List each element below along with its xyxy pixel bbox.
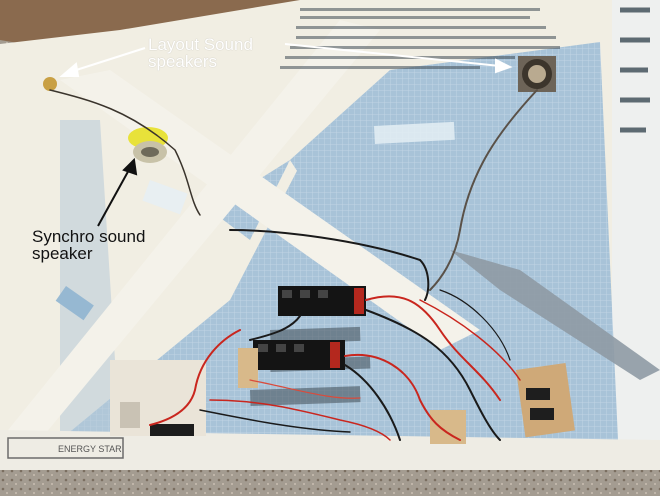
synchro-label-line2: speaker: [32, 244, 93, 263]
layout-speaker-right: [518, 56, 556, 92]
diagonal-beam-1: [0, 20, 380, 440]
printed-foam-edge: [612, 0, 660, 470]
synchro-label-line1: Synchro sound: [32, 227, 146, 246]
switch-board-right: [515, 363, 575, 438]
energy-star-print: ENERGY STAR: [58, 444, 122, 454]
tape-strip: [55, 286, 94, 321]
wood-mount-block: [238, 348, 258, 388]
bottom-rail: [0, 430, 660, 470]
synchro-speaker: [128, 127, 168, 163]
relay-block-upper: [278, 286, 366, 316]
layout-sound-speakers-label: Layout Sound speakers: [148, 36, 253, 70]
wood-mount-block: [430, 410, 466, 444]
grey-track-strip: [450, 250, 660, 380]
tape-strip: [142, 179, 188, 215]
blue-cavity-right: [290, 42, 618, 440]
layout-sound-label-line2: speakers: [148, 52, 217, 71]
tape-strip: [373, 121, 455, 144]
layout-speaker-left: [43, 77, 57, 91]
layout-sound-label-line1: Layout Sound: [148, 35, 253, 54]
synchro-sound-speaker-label: Synchro sound speaker: [32, 228, 145, 262]
relay-block-lower: [253, 340, 345, 370]
